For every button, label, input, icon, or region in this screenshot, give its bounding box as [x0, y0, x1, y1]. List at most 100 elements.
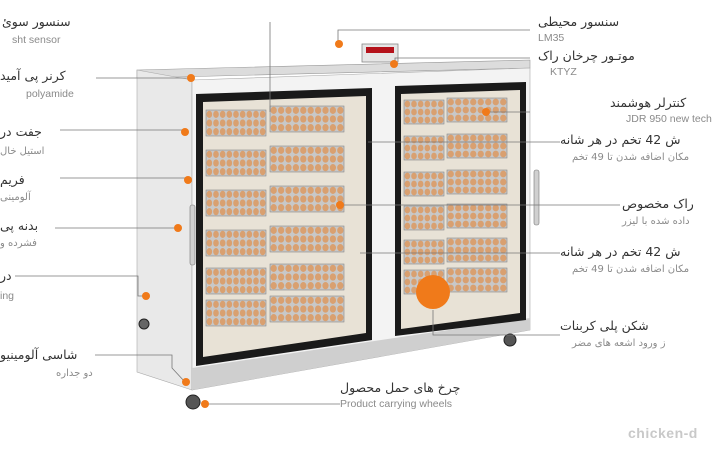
egg — [417, 240, 424, 248]
egg — [307, 226, 314, 234]
egg — [492, 134, 499, 142]
egg — [300, 226, 307, 234]
egg — [213, 248, 219, 256]
egg — [485, 238, 492, 246]
egg — [404, 270, 411, 278]
egg — [447, 276, 454, 284]
egg — [253, 199, 259, 207]
egg — [462, 238, 469, 246]
egg — [213, 128, 219, 136]
egg — [470, 178, 477, 186]
egg — [253, 268, 259, 276]
egg — [431, 240, 437, 248]
egg — [226, 159, 233, 167]
egg — [307, 282, 314, 290]
motor-en: KTYZ — [550, 66, 577, 78]
egg — [239, 208, 246, 216]
egg — [206, 286, 213, 294]
egg — [270, 124, 277, 132]
egg — [462, 142, 469, 150]
egg — [411, 270, 417, 278]
egg — [485, 212, 492, 220]
egg — [213, 300, 219, 308]
egg — [447, 98, 454, 106]
egg — [404, 152, 411, 160]
egg — [233, 286, 239, 294]
egg — [424, 256, 431, 264]
egg — [239, 230, 246, 238]
egg — [431, 206, 437, 214]
egg — [277, 164, 285, 172]
egg — [500, 204, 507, 212]
egg — [329, 226, 337, 234]
egg — [329, 164, 337, 172]
egg — [500, 150, 507, 158]
egg — [270, 314, 277, 322]
egg — [322, 115, 329, 123]
egg — [404, 256, 411, 264]
egg — [226, 268, 233, 276]
egg — [492, 254, 499, 262]
egg — [233, 300, 239, 308]
wheel-mid — [138, 318, 150, 330]
egg — [417, 214, 424, 222]
egg — [455, 276, 462, 284]
egg — [259, 110, 266, 118]
egg — [219, 168, 226, 176]
egg — [239, 286, 246, 294]
egg — [462, 114, 469, 122]
egg — [259, 159, 266, 167]
egg — [259, 248, 266, 256]
egg — [259, 239, 266, 247]
egg — [285, 195, 292, 203]
egg — [455, 246, 462, 254]
tray-bottom-label: ش 42 تخم در هر شانه — [560, 244, 681, 259]
egg — [246, 208, 253, 216]
egg — [314, 244, 322, 252]
wheels-en: Product carrying wheels — [340, 398, 453, 410]
egg — [285, 164, 292, 172]
egg — [219, 230, 226, 238]
egg — [477, 150, 484, 158]
egg — [462, 178, 469, 186]
egg — [277, 155, 285, 163]
egg — [477, 98, 484, 106]
egg — [492, 114, 499, 122]
egg — [411, 248, 417, 256]
egg — [411, 214, 417, 222]
egg — [292, 235, 300, 243]
egg — [233, 318, 239, 326]
egg — [411, 240, 417, 248]
egg — [226, 309, 233, 317]
egg — [314, 235, 322, 243]
egg — [277, 226, 285, 234]
egg — [314, 282, 322, 290]
egg — [424, 214, 431, 222]
egg — [219, 199, 226, 207]
egg-tray — [403, 99, 445, 125]
egg — [219, 239, 226, 247]
egg — [337, 226, 344, 234]
egg — [219, 277, 226, 285]
egg — [219, 309, 226, 317]
egg — [246, 110, 253, 118]
egg — [322, 155, 329, 163]
egg — [500, 170, 507, 178]
egg — [300, 314, 307, 322]
egg — [226, 199, 233, 207]
egg — [329, 314, 337, 322]
egg — [492, 142, 499, 150]
left-door-handle — [189, 204, 196, 266]
egg — [431, 116, 437, 124]
egg — [417, 256, 424, 264]
egg — [292, 115, 300, 123]
egg — [492, 284, 499, 292]
egg — [259, 286, 266, 294]
egg — [246, 150, 253, 158]
egg — [322, 314, 329, 322]
egg — [213, 230, 219, 238]
egg — [277, 305, 285, 313]
egg — [233, 128, 239, 136]
egg — [485, 220, 492, 228]
egg — [337, 264, 344, 272]
